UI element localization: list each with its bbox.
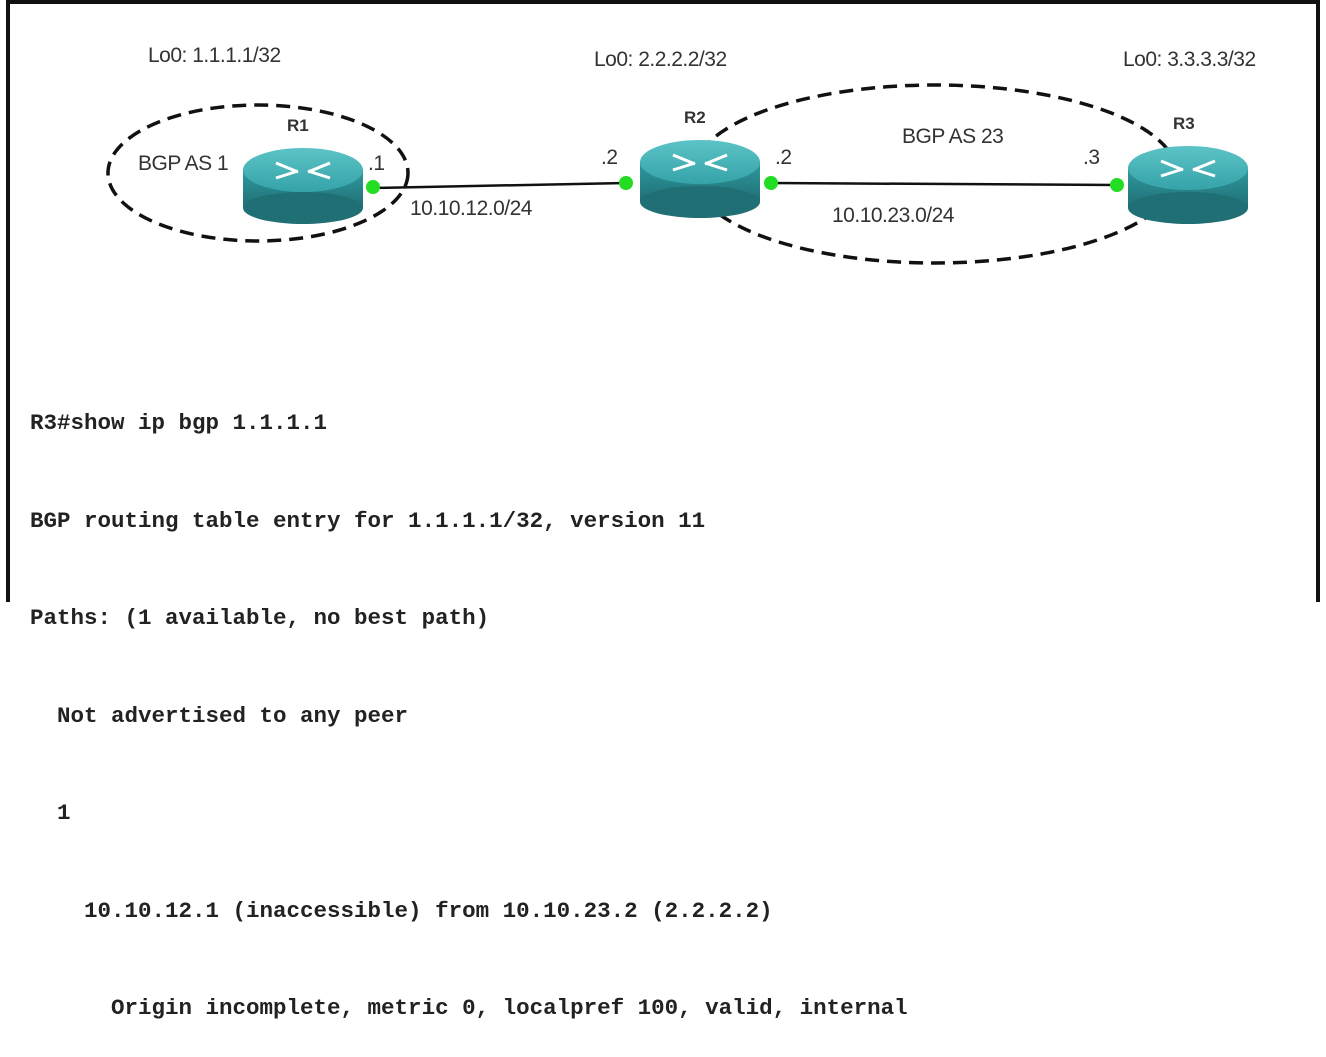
router-r2-icon: [640, 140, 760, 218]
link-r1-r2: [371, 181, 627, 190]
figure-frame: [6, 0, 1320, 602]
as1-label: BGP AS 1: [138, 152, 229, 175]
as23-boundary: [691, 83, 1179, 265]
cli-line: Paths: (1 available, no best path): [30, 605, 490, 631]
subnet-r2-r3-label: 10.10.23.0/24: [832, 204, 954, 227]
cli-line: 10.10.12.1 (inaccessible) from 10.10.23.…: [30, 897, 773, 924]
cli-line: Not advertised to any peer: [30, 702, 409, 729]
r2-interface-dot-left: [619, 176, 633, 190]
r1-loopback-label: Lo0: 1.1.1.1/32: [148, 44, 281, 67]
cli-line: BGP routing table entry for 1.1.1.1/32, …: [30, 507, 706, 534]
r2-name: R2: [684, 108, 706, 127]
router-r1-icon: [243, 148, 363, 224]
link-r2-r3: [770, 181, 1118, 187]
r2-interface-dot-right: [764, 176, 778, 190]
cli-output: R3#show ip bgp 1.1.1.1 BGP routing table…: [30, 342, 908, 1057]
cli-line: 1: [30, 800, 71, 826]
subnet-r1-r2-label: 10.10.12.0/24: [410, 197, 532, 220]
r1-name: R1: [287, 116, 309, 135]
router-r3-icon: [1128, 146, 1248, 224]
r3-interface-dot: [1110, 178, 1124, 192]
r1-if-label: .1: [368, 152, 385, 175]
as23-label: BGP AS 23: [902, 125, 1004, 148]
r3-name: R3: [1173, 114, 1195, 133]
r1-interface-dot: [366, 180, 380, 194]
r2-if-label-left: .2: [601, 146, 618, 169]
network-topology: [106, 83, 1248, 265]
r3-if-label: .3: [1083, 146, 1100, 169]
cli-line: Origin incomplete, metric 0, localpref 1…: [30, 995, 908, 1021]
r2-if-label-right: .2: [775, 146, 792, 169]
r3-loopback-label: Lo0: 3.3.3.3/32: [1123, 48, 1256, 71]
r2-loopback-label: Lo0: 2.2.2.2/32: [594, 48, 727, 71]
cli-line: R3#show ip bgp 1.1.1.1: [30, 410, 328, 436]
as1-boundary: [106, 103, 410, 243]
